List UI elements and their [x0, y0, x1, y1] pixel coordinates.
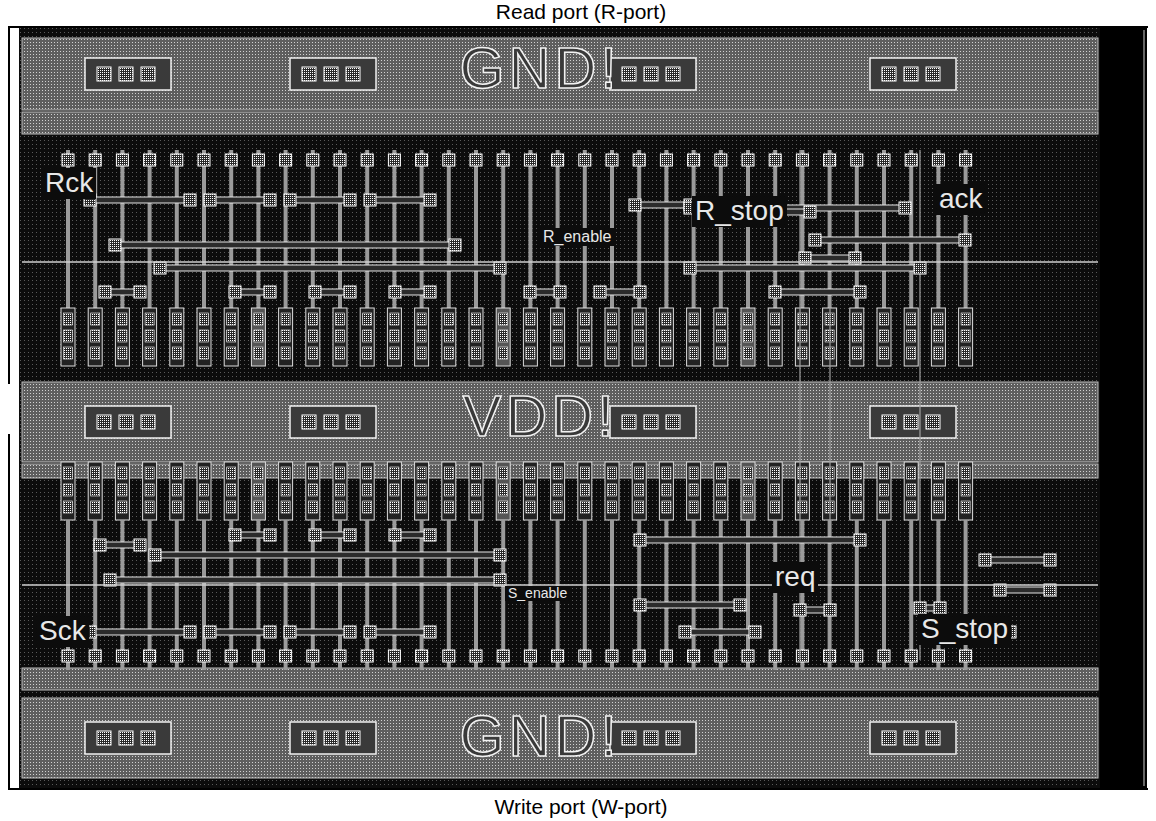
signal-name: S_stop	[918, 614, 1011, 645]
signal-name: ack	[936, 184, 986, 215]
signal-name: Rck	[42, 168, 96, 199]
region-heading: Read port (R-port)	[8, 0, 1154, 24]
signal-name: S_enable	[505, 586, 570, 601]
signal-name: R_enable	[540, 228, 615, 246]
power-rail-name: GND!	[460, 704, 621, 768]
signal-name: R_stop	[692, 196, 787, 227]
region-heading: Write port (W-port)	[8, 795, 1154, 819]
signal-name: req	[772, 562, 818, 593]
chip-layout	[18, 26, 1148, 790]
power-rail-name: GND!	[460, 36, 621, 100]
signal-name: Sck	[36, 616, 89, 647]
power-rail-name: VDD!	[463, 384, 618, 448]
